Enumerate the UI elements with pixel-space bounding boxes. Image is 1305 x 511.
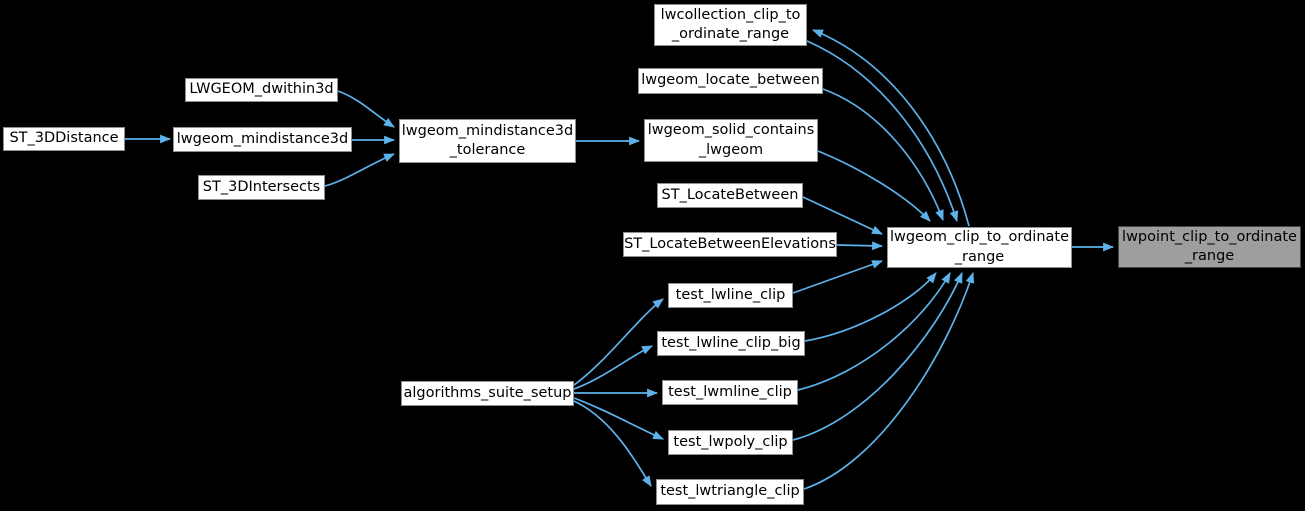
- edge-lwlineclipbig-clip: [804, 272, 937, 342]
- node-lwgeom-mindistance3d-tolerance[interactable]: lwgeom_mindistance3d _tolerance: [399, 119, 576, 163]
- edge-dwithin3d-tolerance: [337, 90, 395, 128]
- edge-suitesetup-lwlineclip: [573, 298, 664, 386]
- edge-solidcontains-clip: [817, 150, 931, 222]
- node-lwgeom-solid-contains-lwgeom[interactable]: lwgeom_solid_contains _lwgeom: [644, 119, 818, 162]
- node-test-lwline-clip-big[interactable]: test_lwline_clip_big: [657, 331, 805, 356]
- edge-clip-lwcollection: [811, 29, 970, 227]
- node-st-locatebetweenelevations[interactable]: ST_LocateBetweenElevations: [623, 232, 837, 257]
- edge-suitesetup-lwpolyclip: [573, 397, 665, 440]
- node-test-lwline-clip[interactable]: test_lwline_clip: [668, 283, 793, 308]
- node-lwpoint-clip-to-ordinate-range-current: lwpoint_clip_to_ordinate _range: [1118, 226, 1301, 268]
- node-st-3ddistance[interactable]: ST_3DDistance: [3, 127, 125, 151]
- node-st-locatebetween[interactable]: ST_LocateBetween: [657, 183, 803, 208]
- node-lwgeom-locate-between[interactable]: lwgeom_locate_between: [638, 68, 823, 94]
- edge-locatebetween-clip: [822, 88, 944, 222]
- node-test-lwpoly-clip[interactable]: test_lwpoly_clip: [668, 430, 793, 455]
- node-lwgeom-clip-to-ordinate-range[interactable]: lwgeom_clip_to_ordinate _range: [887, 227, 1072, 268]
- node-lwgeom-dwithin3d[interactable]: LWGEOM_dwithin3d: [185, 78, 338, 102]
- edge-lwmlineclip-clip: [797, 272, 951, 391]
- node-lwgeom-mindistance3d[interactable]: lwgeom_mindistance3d: [173, 127, 352, 152]
- edge-lwpolyclip-clip: [792, 271, 963, 441]
- edge-stlbelevations-clip: [836, 241, 884, 251]
- edge-lwlineclip-clip: [792, 260, 884, 294]
- node-test-lwtriangle-clip[interactable]: test_lwtriangle_clip: [656, 479, 804, 505]
- node-test-lwmline-clip[interactable]: test_lwmline_clip: [662, 380, 798, 405]
- edge-suitesetup-lwtriangleclip: [573, 400, 652, 487]
- node-algorithms-suite-setup[interactable]: algorithms_suite_setup: [401, 381, 574, 406]
- edge-st3dintersects-tolerance: [324, 153, 396, 187]
- node-st-3dintersects[interactable]: ST_3DIntersects: [198, 175, 325, 200]
- edge-lwcollection-clip: [806, 40, 959, 223]
- edge-suitesetup-lwlineclipbig: [573, 345, 653, 390]
- node-lwcollection-clip-to-ordinate-range[interactable]: lwcollection_clip_to _ordinate_range: [654, 4, 807, 46]
- edge-stlocatebetween-clip: [802, 196, 883, 235]
- edge-lwtriangleclip-clip: [803, 271, 975, 490]
